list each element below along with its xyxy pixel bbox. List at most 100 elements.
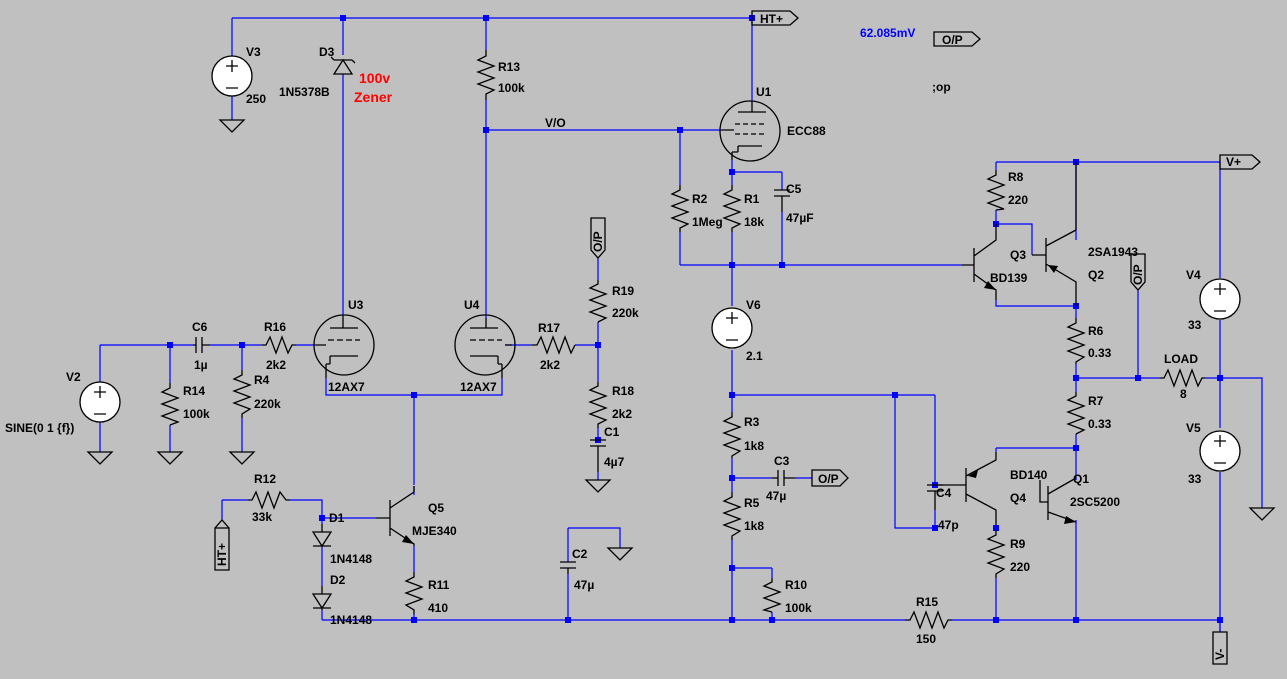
- resistor-r12: [248, 490, 290, 510]
- label-r5: R5: [744, 496, 760, 510]
- resistor-r8: [986, 170, 1006, 211]
- value-q4: BD140: [1010, 468, 1048, 482]
- label-r8: R8: [1008, 170, 1024, 184]
- resistor-r17: [532, 335, 576, 355]
- label-r7: R7: [1088, 394, 1104, 408]
- label-r15: R15: [916, 595, 938, 609]
- ground-symbol: [228, 451, 256, 465]
- label-q2: Q2: [1088, 268, 1104, 282]
- source-v6: [711, 307, 753, 349]
- tube-u4: [454, 314, 516, 378]
- label-r13: R13: [498, 60, 520, 74]
- flag-text-ht-plus-left: HT+: [215, 543, 229, 566]
- capacitor-c3: [772, 470, 795, 486]
- resistor-r9: [986, 530, 1006, 578]
- transistors: [376, 162, 1077, 546]
- source-v3: [211, 55, 253, 97]
- label-r16: R16: [264, 320, 286, 334]
- value-r4: 220k: [254, 397, 281, 411]
- labels: HT+ 62.085mV O/P ;op V+ V3 250 D3 1N5378…: [5, 12, 1241, 660]
- label-r3: R3: [744, 415, 760, 429]
- value-c5: 47µF: [786, 211, 814, 225]
- value-r1: 18k: [744, 215, 764, 229]
- value-v4: 33: [1188, 318, 1202, 332]
- flag-text-op-c3: O/P: [818, 472, 839, 486]
- resistor-r11: [404, 572, 424, 614]
- label-v4: V4: [1186, 268, 1201, 282]
- value-r11: 410: [428, 601, 448, 615]
- flag-text-op: O/P: [942, 33, 963, 47]
- flag-v-plus: [1219, 154, 1261, 170]
- capacitor-c2: [560, 561, 576, 574]
- transistor-q4: [935, 452, 997, 525]
- label-r1: R1: [744, 192, 760, 206]
- transistor-q5: [376, 486, 415, 546]
- diode-d1: [311, 524, 333, 548]
- label-r9: R9: [1010, 537, 1026, 551]
- value-r3: 1k8: [744, 439, 764, 453]
- diodes: [311, 56, 356, 610]
- label-c2: C2: [572, 547, 588, 561]
- resistor-r18: [588, 382, 608, 428]
- value-r5: 1k8: [744, 519, 764, 533]
- zener-note-2: Zener: [354, 89, 393, 105]
- value-r15: 150: [916, 632, 936, 646]
- tube-u3: [313, 314, 375, 378]
- value-q5: MJE340: [412, 524, 457, 538]
- ground-symbol: [606, 547, 634, 561]
- transistor-q3: [962, 224, 997, 300]
- value-r12: 33k: [252, 510, 272, 524]
- flag-text-op-right: O/P: [1131, 264, 1145, 285]
- label-r19: R19: [612, 284, 634, 298]
- label-u3: U3: [348, 298, 364, 312]
- value-r6: 0.33: [1088, 346, 1112, 360]
- resistor-r19: [588, 280, 608, 323]
- label-d3: D3: [319, 45, 335, 59]
- value-d3: 1N5378B: [279, 85, 330, 99]
- value-c2: 47µ: [574, 578, 594, 592]
- value-q3: BD139: [990, 271, 1028, 285]
- value-v2: SINE(0 1 {f}): [5, 421, 74, 435]
- value-c3: 47µ: [766, 489, 786, 503]
- value-r10: 100k: [785, 601, 812, 615]
- resistors: [160, 50, 1205, 630]
- resistor-load: [1160, 368, 1205, 388]
- net-flags: [214, 10, 1261, 665]
- label-r14: R14: [183, 384, 205, 398]
- flag-op-right: [1130, 253, 1146, 291]
- label-q3: Q3: [1010, 248, 1026, 262]
- ground-symbol: [1248, 507, 1276, 521]
- flag-text-ht-plus: HT+: [760, 12, 783, 26]
- label-r10: R10: [785, 578, 807, 592]
- capacitor-c5: [774, 189, 790, 212]
- value-r9: 220: [1010, 560, 1030, 574]
- zener-diode-d3: [330, 56, 356, 75]
- label-q5: Q5: [428, 501, 444, 515]
- label-c4: C4: [936, 486, 952, 500]
- value-v5: 33: [1188, 472, 1202, 486]
- value-c1: 4µ7: [604, 455, 625, 469]
- source-v4: [1199, 278, 1241, 320]
- voltage-sources: [79, 55, 1241, 472]
- ground-symbol: [156, 451, 184, 465]
- flag-op-top: [933, 31, 981, 47]
- resistor-r2: [670, 185, 690, 232]
- ground-symbol: [218, 119, 246, 133]
- source-v5: [1199, 430, 1241, 472]
- label-v6: V6: [746, 298, 761, 312]
- junctions: [167, 15, 1223, 623]
- value-u1: ECC88: [787, 124, 826, 138]
- value-v3: 250: [246, 92, 266, 106]
- resistor-r6: [1066, 318, 1086, 364]
- value-r19: 220k: [612, 306, 639, 320]
- spice-directive: ;op: [932, 80, 951, 94]
- label-v2: V2: [66, 370, 81, 384]
- label-c6: C6: [192, 320, 208, 334]
- flag-ht-plus-top: [751, 10, 799, 26]
- value-c4: 47p: [938, 518, 959, 532]
- label-v5: V5: [1186, 421, 1201, 435]
- label-v3: V3: [246, 45, 261, 59]
- label-r4: R4: [254, 373, 270, 387]
